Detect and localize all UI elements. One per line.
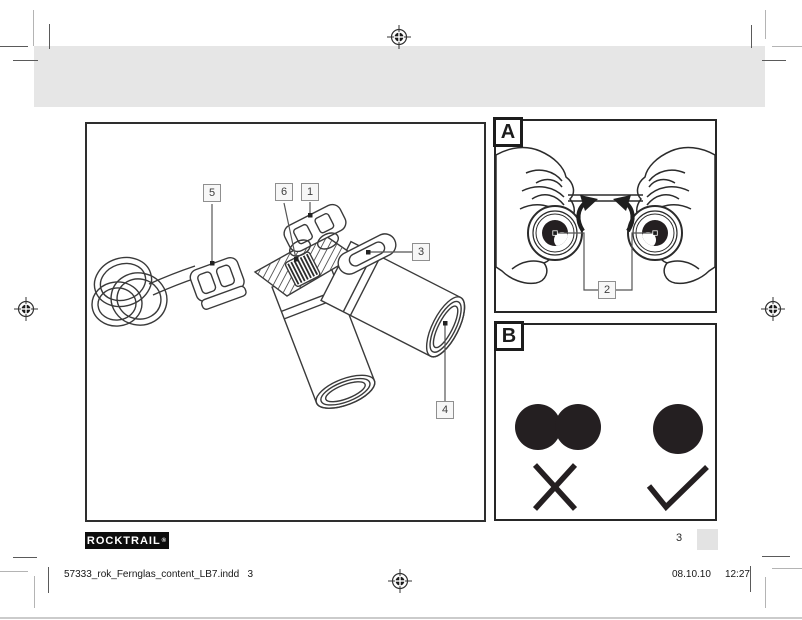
registration-mark-left-icon [14,297,38,321]
panel-a-frame [494,119,717,313]
binoculars-line-drawing [91,202,466,409]
callout-4: 4 [436,401,454,419]
neck-strap-coil [91,256,200,327]
page-color-marker [697,529,718,550]
page-bottom-edge [0,617,802,619]
panel-b-label: B [494,321,524,351]
panel-a-label: A [493,117,523,147]
double-image-circles [515,404,601,450]
callout-2-connector [555,232,655,291]
callout-5-number: 5 [208,187,216,199]
registration-mark-bottom-icon [388,569,412,593]
x-cross-icon [532,463,578,511]
logo-text: ROCKTRAIL [86,534,161,547]
footer-datetime: 08.10.10 12:27 [672,569,750,580]
rocktrail-logo: ROCKTRAIL® [85,532,169,549]
page-number: 3 [676,532,683,544]
callout-4-number: 4 [441,404,449,416]
callout-5: 5 [203,184,221,202]
logo-trademark: ® [161,537,168,544]
registration-mark-right-icon [761,297,785,321]
callout-2: 2 [598,281,616,299]
callout-6: 6 [275,183,293,201]
panel-a-letter: A [500,121,516,143]
leader-lines [211,202,446,402]
panel-b-drawing [515,404,709,512]
callout-6-number: 6 [280,186,288,198]
footer-time: 12:27 [724,569,750,580]
left-barrel [271,263,376,409]
panel-b-letter: B [501,325,517,347]
check-icon [646,465,709,512]
leader-dots [210,213,448,326]
callout-1: 1 [301,183,319,201]
main-figure-frame [85,122,486,522]
rotate-arrowhead-left [580,195,598,211]
panel-a-drawing [496,146,715,291]
footer-date: 08.10.10 [672,569,711,580]
callout-3-number: 3 [417,246,425,258]
callout-2-number: 2 [603,284,611,296]
footer-filename: 57333_rok_Fernglas_content_LB7.indd 3 [64,569,254,580]
header-gray-band [34,46,765,107]
rotate-arrowhead-right [613,195,631,211]
registration-mark-top-icon [387,25,411,49]
single-image-circle [653,404,703,454]
panel-b-frame [494,323,717,521]
strap-holder [189,256,247,310]
callout-3: 3 [412,243,430,261]
callout-1-number: 1 [306,186,314,198]
